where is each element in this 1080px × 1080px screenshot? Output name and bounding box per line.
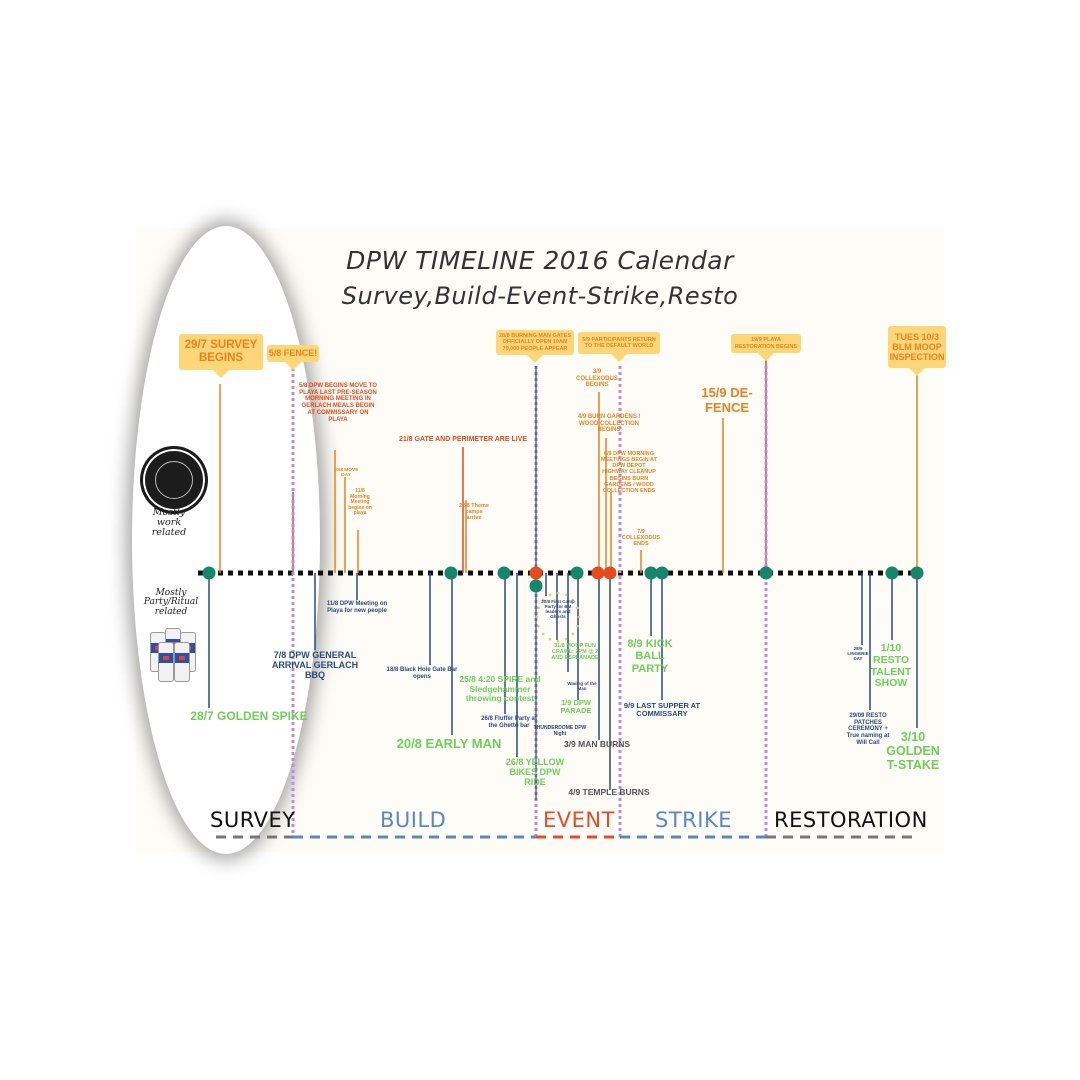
event-last-supper: 9/9 LAST SUPPER AT COMMISSARY bbox=[623, 701, 701, 719]
timeline-node-2 bbox=[497, 566, 511, 580]
dpw-seal-logo bbox=[140, 446, 208, 514]
event-morning-meeting: 11/8 Morning Meeting begins on playa bbox=[348, 488, 372, 517]
timeline-node-4 bbox=[570, 566, 584, 580]
event-black-hole-gate: 18/8 Black Hole Gate Bar opens bbox=[386, 667, 458, 680]
phase-survey: SURVEY bbox=[210, 808, 296, 832]
sparkle-dot-8 bbox=[535, 615, 539, 619]
callout-gates-open: 28/8 BURNING MAN GATES OFFICIALLY OPEN 1… bbox=[496, 330, 574, 363]
page-subtitle: Survey,Build-Event-Strike,Resto bbox=[341, 282, 739, 310]
phase-strike: STRIKE bbox=[655, 808, 732, 832]
event-resto-talent: 1/10 RESTO TALENT SHOW bbox=[870, 642, 912, 690]
event-golden-tstake: 3/10 GOLDEN T-STAKE bbox=[886, 730, 940, 772]
callout-survey-begins: 29/7 SURVEY BEGINS bbox=[179, 334, 263, 378]
sparkle-dot-11 bbox=[548, 593, 552, 597]
event-yellow-bikes: 26/8 YELLOW BIKES DPW RIDE bbox=[505, 757, 565, 788]
timeline-node-event-start bbox=[529, 579, 543, 593]
phase-restoration: RESTORATION bbox=[774, 808, 928, 832]
sparkle-dot-1 bbox=[576, 624, 579, 628]
event-man-burns: 3/9 MAN BURNS bbox=[563, 739, 631, 749]
event-resto-patches: 29/09 RESTO PATCHES CEREMONY + True nami… bbox=[846, 713, 890, 746]
event-move-day: 10/8 MOVE DAY bbox=[333, 468, 359, 479]
event-spire: 25/8 4:20 SPIRE and Sledgehammer throwin… bbox=[459, 674, 541, 704]
sparkle-dot-14 bbox=[571, 598, 575, 602]
legend-work-label: Mostly work related bbox=[151, 507, 187, 538]
timeline-node-3 bbox=[529, 566, 543, 580]
event-dpw-begins-move: 5/8 DPW BEGINS MOVE TO PLAYA LAST PRE-SE… bbox=[299, 383, 377, 423]
sparkle-dot-3 bbox=[564, 637, 568, 641]
event-thunderdome: THUNDERDOME DPW Night bbox=[533, 725, 587, 737]
event-burn-gardens: 4/9 BURN GARDENS / WOOD COLLECTION BEGIN… bbox=[577, 414, 641, 434]
event-waving-man: Waving of the Man bbox=[567, 681, 597, 692]
timeline-node-6 bbox=[603, 566, 617, 580]
callout-fence: 5/8 FENCE! bbox=[267, 345, 319, 370]
event-collexodus-begins: 3/9 COLLEXODUS BEGINS bbox=[576, 369, 618, 389]
sparkle-dot-10 bbox=[541, 598, 545, 602]
event-lingerie-day: 28/9 LINGERIE DAY bbox=[847, 646, 869, 662]
event-dpw-morning-meetings: 6/9 DPW MORNING MEETINGS BEGIN AT DPW DE… bbox=[601, 451, 657, 494]
event-dpw-meeting-new: 11/8 DPW Meeting on Playa for new people bbox=[326, 601, 388, 614]
event-dpw-general-arrival: 7/8 DPW GENERAL ARRIVAL GERLACH BBQ bbox=[271, 650, 359, 681]
timeline-node-8 bbox=[655, 566, 669, 580]
sparkle-dot-13 bbox=[564, 593, 568, 597]
event-collexodus-ends: 7/9 COLLEXODUS ENDS bbox=[621, 529, 661, 548]
event-dpw-parade: 1/9 DPW PARADE bbox=[560, 698, 592, 716]
timeline-node-5 bbox=[591, 566, 605, 580]
timeline-node-9 bbox=[759, 566, 773, 580]
phase-build: BUILD bbox=[380, 808, 447, 832]
event-fluffer-party: 26/8 Fluffer Party at the Ghetto bar bbox=[481, 716, 537, 729]
sparkle-dot-2 bbox=[571, 632, 575, 636]
event-early-man: 20/8 EARLY MAN bbox=[396, 736, 502, 751]
page-title: DPW TIMELINE 2016 Calendar bbox=[346, 246, 734, 275]
sparkle-dot-5 bbox=[548, 637, 552, 641]
sparkle-dot-6 bbox=[541, 632, 545, 636]
callout-blm-inspection: TUES 10/3 BLM MOOP INSPECTION bbox=[888, 326, 946, 376]
sparkle-dot-12 bbox=[556, 591, 560, 595]
event-gate-perimeter: 21/8 GATE AND PERIMETER ARE LIVE bbox=[398, 436, 528, 443]
event-temple-burns: 4/9 TEMPLE BURNS bbox=[568, 787, 650, 797]
legend-oval bbox=[132, 226, 320, 854]
sparkle-dot-0 bbox=[577, 615, 581, 619]
event-golden-spike: 28/7 GOLDEN SPIKE bbox=[190, 709, 308, 723]
sparkle-dot-15 bbox=[576, 606, 579, 610]
event-theme-camps: 22/8 Theme camps arrive bbox=[459, 503, 489, 522]
timeline-node-0 bbox=[202, 566, 216, 580]
timeline-node-10 bbox=[885, 566, 899, 580]
event-kick-ball: 8/9 KICK BALL PARTY bbox=[627, 638, 673, 675]
timeline-node-11 bbox=[910, 566, 924, 580]
event-first-camp-party: 30/8 First Camp Party for BM leaders and… bbox=[541, 599, 575, 620]
legend-party-label: Mostly Party/Ritual related bbox=[143, 588, 199, 617]
timeline-node-1 bbox=[444, 566, 458, 580]
callout-participants-return: 5/9 PARTICIPANTS RETURN TO THE DEFAULT W… bbox=[578, 332, 660, 362]
callout-playa-restoration: 19/9 PLAYA RESTORATION BEGINS bbox=[731, 334, 801, 361]
sparkle-dot-7 bbox=[537, 624, 540, 628]
event-moop-fun-crawl: 31/8 MOOP FUN CRAWL: 2PM @ 2 AND ESPLANA… bbox=[551, 643, 599, 662]
event-de-fence: 15/9 DE-FENCE bbox=[701, 385, 753, 415]
sparkle-dot-4 bbox=[556, 639, 560, 643]
sparkle-dot-9 bbox=[537, 606, 540, 610]
phase-event: EVENT bbox=[543, 808, 615, 832]
timeline-node-7 bbox=[644, 566, 658, 580]
